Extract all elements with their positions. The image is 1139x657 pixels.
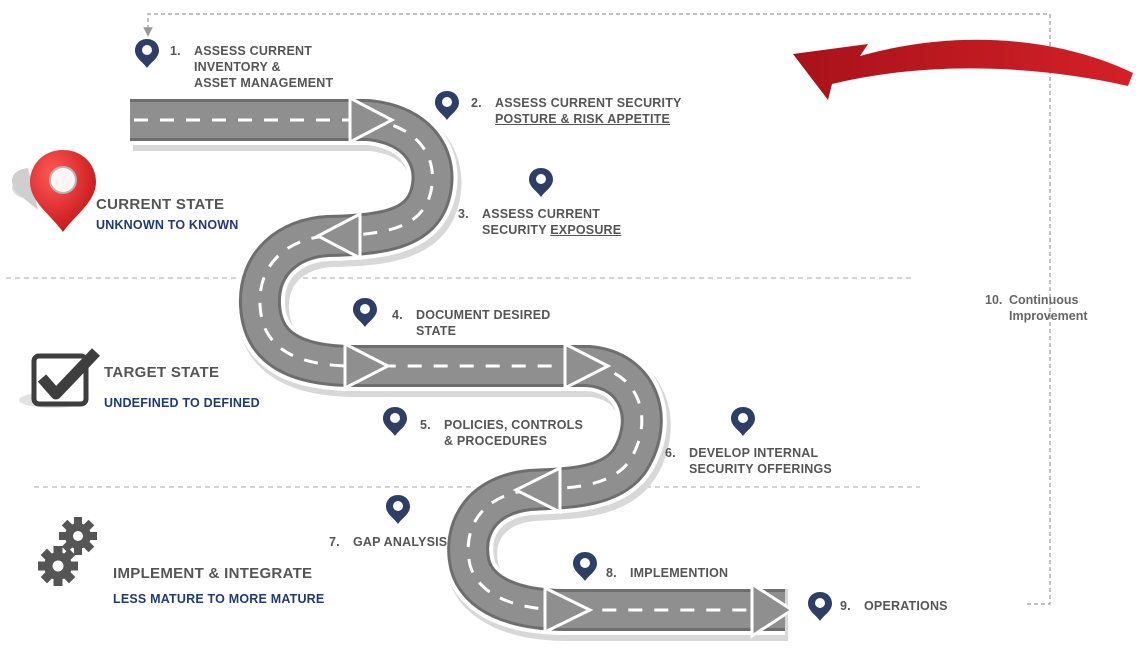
stage-title-implement: IMPLEMENT & INTEGRATE [113,565,313,582]
step-4-pin-icon [353,298,377,327]
gears-icon [38,517,97,586]
step-7-label: GAP ANALYSIS [353,535,448,549]
step-3-line-1: ASSESS CURRENT [482,207,601,221]
continuous-improvement-loop [143,13,1051,605]
step-3-pin-icon [529,168,553,197]
stage-subtitle-target: UNDEFINED TO DEFINED [104,396,260,410]
step-5-line-2: & PROCEDURES [444,434,548,448]
winding-road [130,95,795,641]
step-2-number: 2. [471,96,482,110]
step-6-label: DEVELOP INTERNAL SECURITY OFFERINGS [689,445,832,477]
stage-title-target: TARGET STATE [104,364,220,381]
step-2-line-2: POSTURE & RISK APPETITE [495,112,670,126]
step-10-line-1: Continuous [1009,293,1079,307]
step-4-line-2: STATE [416,324,457,338]
step-9-label: OPERATIONS [864,599,948,613]
step-5-pin-icon [383,407,407,436]
step-1-line-3: ASSET MANAGEMENT [194,76,334,90]
step-3-label: ASSESS CURRENT SECURITY EXPOSURE [482,206,621,238]
step-1-number: 1. [170,44,181,58]
step-2-line-1: ASSESS CURRENT SECURITY [495,96,682,110]
step-8-number: 8. [606,566,617,580]
step-5-line-1: POLICIES, CONTROLS [444,418,584,432]
step-5-number: 5. [420,418,431,432]
stage-title-current: CURRENT STATE [96,196,225,213]
step-3-line-2: SECURITY EXPOSURE [482,222,621,238]
step-3-line-2b: EXPOSURE [550,223,622,237]
step-10-label: Continuous Improvement [1009,292,1088,324]
step-4-number: 4. [392,308,403,322]
step-1-pin-icon [135,39,159,68]
step-8-pin-icon [573,552,597,581]
checkbox-icon [19,348,100,408]
step-6-number: 6. [665,446,676,460]
step-8-label: IMPLEMENTION [630,566,729,580]
step-9-number: 9. [840,599,851,613]
step-7-pin-icon [386,495,410,524]
step-10-line-2: Improvement [1009,309,1088,323]
red-return-arrow [793,39,1133,100]
step-2-label: ASSESS CURRENT SECURITY POSTURE & RISK A… [495,95,682,127]
step-6-line-1: DEVELOP INTERNAL [689,446,819,460]
stage-subtitle-implement: LESS MATURE TO MORE MATURE [113,592,325,606]
step-6-pin-icon [731,407,755,436]
step-5-label: POLICIES, CONTROLS & PROCEDURES [444,417,583,449]
step-3-number: 3. [458,207,469,221]
step-1-line-2: INVENTORY & [194,60,281,74]
step-1-label: ASSESS CURRENT INVENTORY & ASSET MANAGEM… [194,43,333,91]
stage-subtitle-current: UNKNOWN TO KNOWN [96,218,239,232]
step-10-number: 10. [985,293,1003,307]
step-6-line-2: SECURITY OFFERINGS [689,462,832,476]
step-9-pin-icon [808,592,832,621]
step-2-pin-icon [435,91,459,120]
step-4-label: DOCUMENT DESIRED STATE [416,307,550,339]
step-3-line-2a: SECURITY [482,223,551,237]
step-7-number: 7. [329,535,340,549]
step-1-line-1: ASSESS CURRENT [194,44,313,58]
map-pin-icon [12,150,96,232]
step-4-line-1: DOCUMENT DESIRED [416,308,551,322]
